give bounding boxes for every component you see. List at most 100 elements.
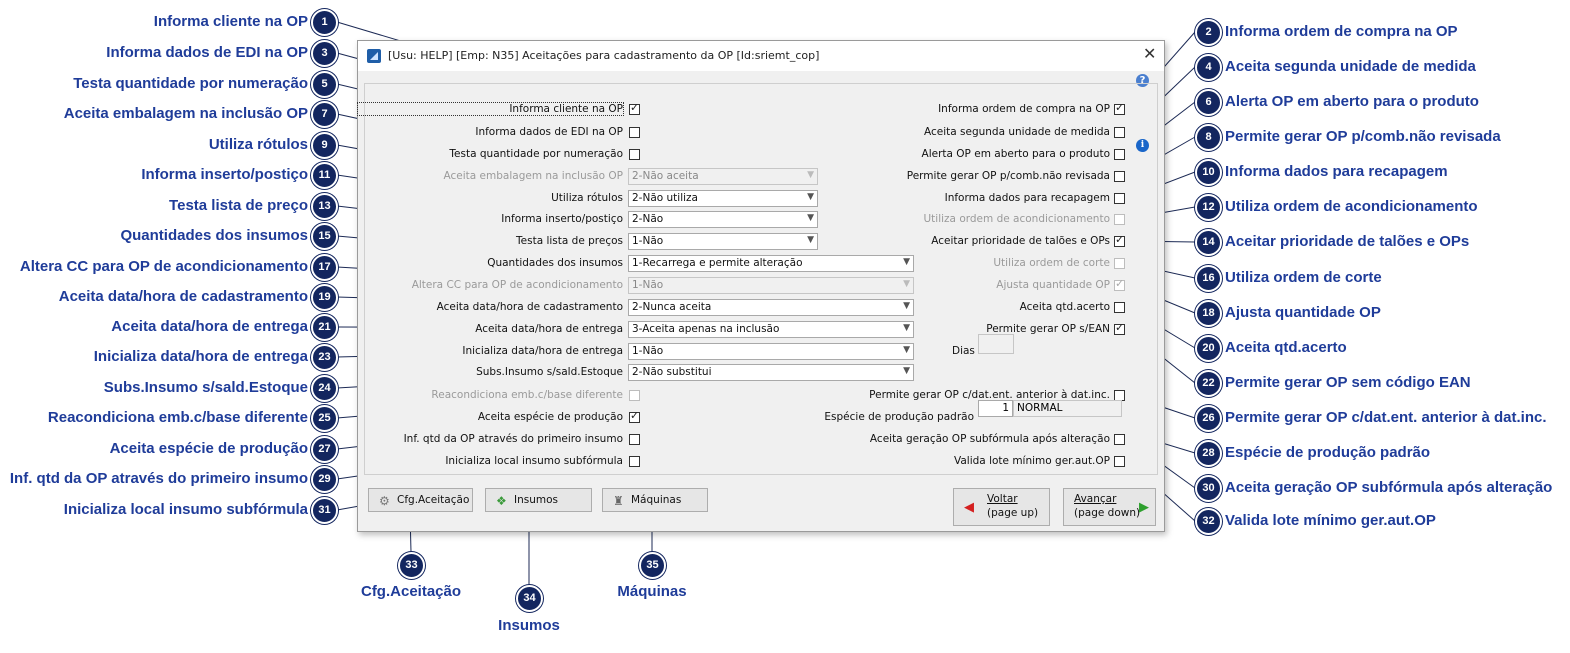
callout-label-35: Máquinas [617,583,687,600]
chevron-down-icon: ▼ [903,366,910,376]
callout-badge-2: 2 [1195,19,1222,46]
aceita-data-hora-de-entrega-select[interactable]: 3-Aceita apenas na inclusão▼ [628,321,914,338]
ajusta-quantidade-op-checkbox[interactable] [1114,277,1125,291]
inicializa-data-hora-de-entrega-label: Inicializa data/hora de entrega [462,345,623,357]
informa-cliente-na-op-label: Informa cliente na OP [357,102,624,116]
maquinas-label: Máquinas [631,494,682,506]
avancar-button[interactable]: Avançar (page down) ▶ [1063,488,1156,526]
permite-gerar-op-p-comb-nao-revisada-label: Permite gerar OP p/comb.não revisada [906,170,1110,182]
altera-cc-para-op-de-acondicionamento-value: 1-Não [632,279,664,291]
cfg-aceitacao-button[interactable]: ⚙ Cfg.Aceitação [368,488,473,512]
informa-cliente-na-op-checkbox[interactable] [629,101,640,115]
testa-quantidade-por-numeracao-checkbox[interactable] [629,149,640,160]
aceita-embalagem-na-inclusao-op-select[interactable]: 2-Não aceita▼ [628,168,818,185]
callout-label-6: Alerta OP em aberto para o produto [1225,93,1479,110]
aceita-especie-de-producao-checkbox[interactable] [629,409,640,423]
info-icon[interactable]: i [1136,139,1149,152]
aceita-data-hora-de-entrega-label: Aceita data/hora de entrega [475,323,623,335]
callout-label-7: Aceita embalagem na inclusão OP [63,105,308,122]
informa-inserto-postico-select[interactable]: 2-Não▼ [628,211,818,228]
informa-dados-de-edi-na-op-checkbox[interactable] [629,127,640,138]
callout-label-33: Cfg.Aceitação [360,583,462,600]
callout-badge-18: 18 [1195,300,1222,327]
gear-icon: ⚙ [379,494,390,508]
callout-badge-10: 10 [1195,159,1222,186]
callout-label-34: Insumos [498,617,560,634]
alerta-op-em-aberto-para-o-produto-checkbox[interactable] [1114,149,1125,160]
reacondiciona-emb-c-base-diferente-checkbox[interactable] [629,390,640,401]
utiliza-rotulos-select[interactable]: 2-Não utiliza ▼ [628,190,818,207]
inf-qtd-da-op-atraves-do-primeiro-insumo-checkbox[interactable] [629,434,640,445]
chevron-down-icon: ▼ [903,257,910,267]
utiliza-ordem-de-corte-checkbox[interactable] [1114,258,1125,269]
subformula-label: Aceita geração OP subfórmula após altera… [869,433,1110,445]
informa-dados-para-recapagem-checkbox[interactable] [1114,193,1125,204]
permite-gerar-op-p-comb-nao-revisada-checkbox[interactable] [1114,171,1125,182]
callout-label-18: Ajusta quantidade OP [1225,304,1381,321]
callout-badge-34: 34 [516,585,543,612]
voltar-button[interactable]: ◀ Voltar (page up) [953,488,1050,526]
machine-icon: ♜ [613,494,624,508]
subformula-checkbox[interactable] [1114,434,1125,445]
options-group [364,83,1158,475]
inicializa-data-hora-de-entrega-select[interactable]: 1-Não▼ [628,343,914,360]
chevron-down-icon: ▼ [807,235,814,245]
callout-badge-15: 15 [311,223,338,250]
insumos-button[interactable]: ❖ Insumos [485,488,592,512]
aceita-segunda-unidade-de-medida-checkbox[interactable] [1114,127,1125,138]
quantidades-dos-insumos-select[interactable]: 1-Recarrega e permite alteração▼ [628,255,914,272]
aceita-qtd-acerto-checkbox[interactable] [1114,302,1125,313]
inicializa-data-hora-de-entrega-value: 1-Não [632,345,664,357]
callout-badge-5: 5 [311,71,338,98]
callout-label-4: Aceita segunda unidade de medida [1225,58,1476,75]
inf-qtd-da-op-atraves-do-primeiro-insumo-label: Inf. qtd da OP através do primeiro insum… [403,433,623,445]
callout-badge-22: 22 [1195,370,1222,397]
boxes-icon: ❖ [496,494,507,508]
especie-desc-value: NORMAL [1017,402,1063,414]
callout-badge-27: 27 [311,436,338,463]
callout-badge-29: 29 [311,466,338,493]
aceita-embalagem-na-inclusao-op-label: Aceita embalagem na inclusão OP [443,170,623,182]
window-title: [Usu: HELP] [Emp: N35] Aceitações para c… [388,49,820,62]
close-icon[interactable]: ✕ [1143,44,1157,63]
dialog-window: [Usu: HELP] [Emp: N35] Aceitações para c… [357,40,1165,532]
maquinas-button[interactable]: ♜ Máquinas [602,488,708,512]
altera-cc-para-op-de-acondicionamento-select[interactable]: 1-Não▼ [628,277,914,294]
insumos-label: Insumos [514,494,558,506]
aceita-data-hora-de-cadastramento-select[interactable]: 2-Nunca aceita▼ [628,299,914,316]
inicializa-local-insumo-subformula-checkbox[interactable] [629,456,640,467]
chevron-down-icon: ▼ [807,170,814,180]
callout-label-28: Espécie de produção padrão [1225,444,1431,461]
callout-badge-20: 20 [1195,335,1222,362]
callout-label-23: Inicializa data/hora de entrega [93,348,308,365]
permite-gerar-op-s-ean-checkbox[interactable] [1114,321,1125,335]
aceitar-prioridade-de-taloes-e-ops-checkbox[interactable] [1114,233,1125,247]
avancar-label: Avançar [1074,493,1117,505]
informa-inserto-postico-label: Informa inserto/postiço [501,213,623,225]
chevron-down-icon: ▼ [807,213,814,223]
callout-badge-31: 31 [311,497,338,524]
chevron-down-icon: ▼ [903,323,910,333]
reacondiciona-emb-c-base-diferente-label: Reacondiciona emb.c/base diferente [431,389,623,401]
especie-code-input[interactable]: 1 [978,400,1013,417]
callout-label-32: Valida lote mínimo ger.aut.OP [1225,512,1436,529]
utiliza-rotulos-value: 2-Não utiliza [632,192,698,204]
utiliza-ordem-de-corte-label: Utiliza ordem de corte [993,257,1110,269]
callout-badge-19: 19 [311,284,338,311]
callout-badge-17: 17 [311,254,338,281]
callout-badge-9: 9 [311,132,338,159]
callout-badge-16: 16 [1195,265,1222,292]
lote-minimo-label: Valida lote mínimo ger.aut.OP [954,455,1110,467]
chevron-down-icon: ▼ [807,192,814,202]
informa-ordem-de-compra-na-op-checkbox[interactable] [1114,101,1125,115]
lote-minimo-checkbox[interactable] [1114,456,1125,467]
callout-label-17: Altera CC para OP de acondicionamento [19,258,308,275]
callout-label-3: Informa dados de EDI na OP [106,44,308,61]
subs-insumo-s-sald-estoque-select[interactable]: 2-Não substitui▼ [628,364,914,381]
aceita-especie-de-producao-label: Aceita espécie de produção [477,411,623,423]
utiliza-ordem-de-acondicionamento-checkbox[interactable] [1114,214,1125,225]
dias-input[interactable] [978,334,1014,354]
callout-badge-11: 11 [311,162,338,189]
callout-label-9: Utiliza rótulos [208,136,308,153]
testa-lista-de-precos-select[interactable]: 1-Não▼ [628,233,818,250]
